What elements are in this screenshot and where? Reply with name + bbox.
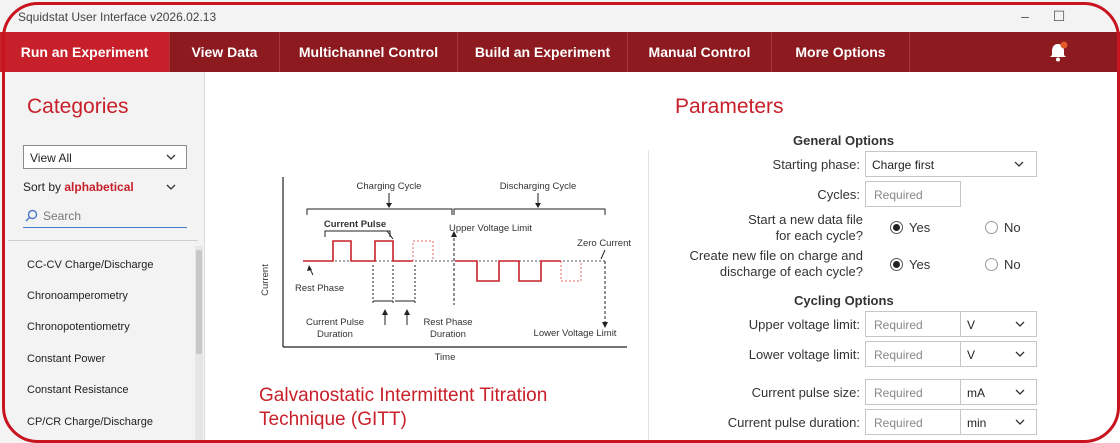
list-item[interactable]: Chronoamperometry — [27, 290, 128, 302]
rest-phase-duration-label-1: Rest Phase — [423, 317, 472, 328]
upper-voltage-limit-input[interactable]: Required — [865, 311, 961, 337]
lower-voltage-limit-label: Lower Voltage Limit — [534, 328, 617, 339]
upper-voltage-unit-value: V — [967, 318, 976, 332]
new-file-charge-discharge-label: Create new file on charge and discharge … — [640, 248, 863, 280]
chevron-down-icon — [1014, 161, 1024, 167]
sort-by-control[interactable]: Sort by alphabetical — [23, 180, 134, 194]
new-file-no-radio[interactable] — [985, 221, 998, 234]
rest-phase-label: Rest Phase — [295, 283, 344, 294]
x-axis-label: Time — [435, 352, 456, 363]
cycling-options-header: Cycling Options — [794, 293, 894, 308]
current-pulse-size-input[interactable]: Required — [865, 379, 961, 405]
charging-cycle-label: Charging Cycle — [357, 181, 422, 192]
current-pulse-label: Current Pulse — [324, 219, 386, 230]
new-file-charge-discharge-label-1: Create new file on charge and — [689, 248, 863, 263]
starting-phase-select[interactable]: Charge first — [865, 151, 1037, 177]
upper-voltage-limit-label: Upper Voltage Limit — [449, 223, 532, 234]
current-pulse-duration-label-1: Current Pulse — [306, 317, 364, 328]
cycles-placeholder: Required — [874, 188, 923, 202]
current-pulse-duration-label-2: Duration — [317, 329, 353, 340]
chevron-down-icon — [1015, 351, 1025, 357]
chevron-down-icon — [166, 154, 176, 160]
chevron-down-icon — [1015, 321, 1025, 327]
chevron-down-icon — [1015, 389, 1025, 395]
cycles-label: Cycles: — [817, 187, 860, 202]
nav-build-experiment[interactable]: Build an Experiment — [458, 32, 628, 72]
upper-voltage-limit-placeholder: Required — [874, 318, 923, 332]
experiment-title-line-2: Technique (GITT) — [259, 409, 407, 430]
new-file-per-cycle-label-2: for each cycle? — [775, 228, 863, 243]
nav-more-options[interactable]: More Options — [772, 32, 910, 72]
current-pulse-duration-input[interactable]: Required — [865, 409, 961, 435]
categories-title: Categories — [27, 95, 129, 118]
search-input[interactable]: Search — [23, 205, 187, 228]
parameters-title: Parameters — [675, 95, 784, 118]
experiment-title: Galvanostatic Intermittent Titration Tec… — [259, 384, 589, 432]
bell-icon[interactable] — [1048, 41, 1068, 63]
maximize-button[interactable]: ☐ — [1052, 8, 1066, 24]
starting-phase-label: Starting phase: — [772, 157, 860, 172]
sidebar — [0, 72, 205, 443]
divider — [648, 150, 649, 443]
experiment-title-line-1: Galvanostatic Intermittent Titration — [259, 385, 548, 406]
list-item[interactable]: Constant Resistance — [27, 384, 129, 396]
current-pulse-size-placeholder: Required — [874, 386, 923, 400]
lower-voltage-limit-label: Lower voltage limit: — [748, 347, 860, 362]
current-pulse-size-unit-value: mA — [967, 386, 985, 400]
lower-voltage-limit-placeholder: Required — [874, 348, 923, 362]
search-placeholder: Search — [43, 209, 82, 223]
y-axis-label: Current — [260, 264, 271, 296]
discharging-cycle-label: Discharging Cycle — [500, 181, 577, 192]
nav-multichannel-control[interactable]: Multichannel Control — [280, 32, 458, 72]
list-item[interactable]: Constant Power — [27, 353, 106, 365]
list-item[interactable]: CP/CR Charge/Discharge — [27, 416, 153, 428]
charge-file-yes-label: Yes — [909, 257, 931, 272]
minimize-button[interactable]: – — [1021, 8, 1029, 24]
list-item[interactable]: Chronopotentiometry — [27, 321, 130, 333]
nav-run-experiment[interactable]: Run an Experiment — [0, 32, 170, 72]
current-pulse-size-unit-select[interactable]: mA — [960, 379, 1037, 405]
starting-phase-value: Charge first — [872, 158, 935, 172]
title-bar: Squidstat User Interface v2026.02.13 – ☐ — [0, 0, 1120, 32]
main-nav: Run an Experiment View Data Multichannel… — [0, 32, 1120, 72]
nav-view-data[interactable]: View Data — [170, 32, 280, 72]
charge-file-no-label: No — [1004, 257, 1021, 272]
chevron-down-icon — [1015, 419, 1025, 425]
charge-file-no-radio[interactable] — [985, 258, 998, 271]
new-file-no-label: No — [1004, 220, 1021, 235]
rest-phase-duration-label-2: Duration — [430, 329, 466, 340]
sort-by-value: alphabetical — [64, 180, 134, 194]
gitt-diagram: Current Time Charging Cycle Discharging … — [260, 177, 631, 363]
new-file-yes-radio[interactable] — [890, 221, 903, 234]
sidebar-scrollbar-thumb[interactable] — [196, 250, 202, 354]
lower-voltage-unit-select[interactable]: V — [960, 341, 1037, 367]
chevron-down-icon[interactable] — [166, 182, 176, 192]
lower-voltage-limit-input[interactable]: Required — [865, 341, 961, 367]
zero-current-label: Zero Current — [577, 238, 631, 249]
upper-voltage-unit-select[interactable]: V — [960, 311, 1037, 337]
nav-manual-control[interactable]: Manual Control — [628, 32, 772, 72]
general-options-header: General Options — [793, 133, 895, 148]
current-pulse-duration-label: Current pulse duration: — [727, 415, 860, 430]
current-pulse-size-label: Current pulse size: — [751, 385, 860, 400]
upper-voltage-limit-label: Upper voltage limit: — [748, 317, 860, 332]
charge-file-yes-radio[interactable] — [890, 258, 903, 271]
new-file-per-cycle-label-1: Start a new data file — [748, 212, 863, 227]
new-file-charge-discharge-label-2: discharge of each cycle? — [719, 264, 863, 279]
list-item[interactable]: CC-CV Charge/Discharge — [27, 259, 154, 271]
category-filter-select[interactable]: View All — [23, 145, 187, 169]
lower-voltage-unit-value: V — [967, 348, 976, 362]
cycles-input[interactable]: Required — [865, 181, 961, 207]
current-pulse-duration-unit-value: min — [967, 416, 987, 430]
new-file-yes-label: Yes — [909, 220, 931, 235]
category-filter-value: View All — [30, 151, 72, 165]
divider — [8, 240, 198, 241]
current-pulse-duration-unit-select[interactable]: min — [960, 409, 1037, 435]
search-icon — [25, 209, 38, 222]
current-pulse-duration-placeholder: Required — [874, 416, 923, 430]
window-title: Squidstat User Interface v2026.02.13 — [18, 10, 217, 24]
sort-by-label: Sort by — [23, 180, 62, 194]
new-file-per-cycle-label: Start a new data file for each cycle? — [660, 212, 863, 244]
